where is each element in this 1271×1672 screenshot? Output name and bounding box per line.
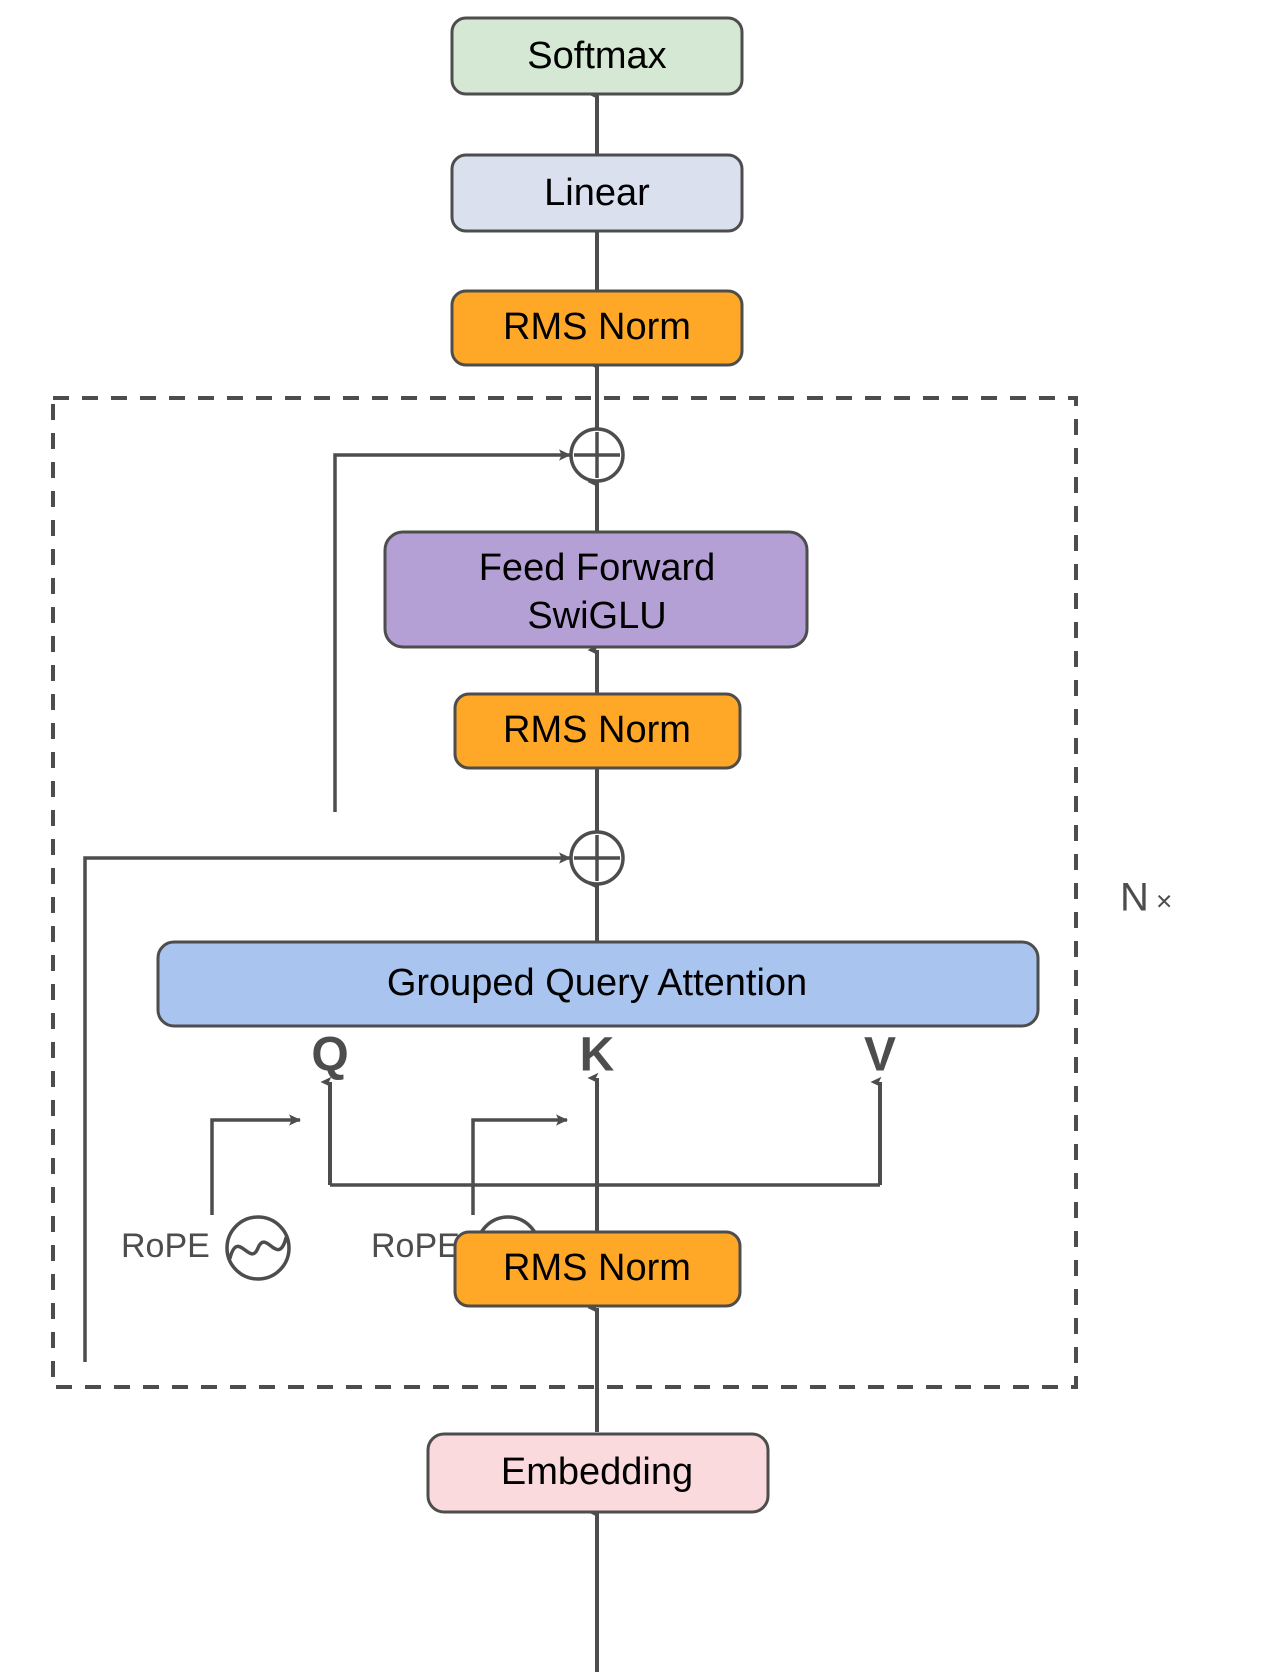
rope-q[interactable]: RoPE: [121, 1215, 291, 1281]
repeat-count-label: N ×: [1120, 876, 1172, 920]
repeat-count-multiplier: ×: [1156, 885, 1172, 916]
residual-add-attn-operator: [569, 830, 625, 886]
softmax-box[interactable]: [450, 16, 744, 96]
feed-forward-box[interactable]: [383, 530, 809, 649]
rope-q-label: RoPE: [121, 1227, 210, 1265]
repeat-block-dashed-border: [51, 396, 1078, 1389]
node-grouped-query-attention[interactable]: Grouped Query Attention: [156, 940, 1040, 1028]
rope-k-label: RoPE: [371, 1227, 460, 1265]
rms-norm-final-label: RMS Norm: [503, 306, 691, 348]
softmax-label: Softmax: [527, 35, 666, 77]
residual-add-ffn-operator: [569, 427, 625, 483]
rms-norm-attn-box[interactable]: [453, 1230, 742, 1308]
projection-label-q: Q: [311, 1029, 348, 1082]
rms-norm-attn-label: RMS Norm: [503, 1247, 691, 1289]
node-feed-forward[interactable]: Feed Forward SwiGLU: [383, 530, 809, 649]
node-softmax[interactable]: Softmax: [450, 16, 744, 96]
residual-skip-feedforward: [333, 449, 571, 812]
node-rms-norm-final[interactable]: RMS Norm: [450, 289, 744, 367]
rms-norm-ffn-label: RMS Norm: [503, 709, 691, 751]
rope-q-sine-icon: [225, 1215, 291, 1281]
rms-norm-final-box[interactable]: [450, 289, 744, 367]
node-rms-norm-attn[interactable]: RMS Norm: [453, 1230, 742, 1308]
feed-forward-label-line2: SwiGLU: [527, 595, 666, 637]
node-linear[interactable]: Linear: [450, 153, 744, 233]
arrow-rope-to-q: [210, 1114, 301, 1215]
rms-norm-ffn-box[interactable]: [453, 692, 742, 770]
repeat-count-value: N: [1120, 876, 1149, 920]
embedding-box[interactable]: [426, 1432, 770, 1514]
node-rms-norm-ffn[interactable]: RMS Norm: [453, 692, 742, 770]
projection-label-k: K: [580, 1029, 615, 1082]
residual-skip-attention: [83, 852, 571, 1362]
arrow-rope-to-k: [471, 1114, 568, 1215]
embedding-label: Embedding: [501, 1451, 693, 1493]
attention-label: Grouped Query Attention: [387, 962, 807, 1004]
linear-box[interactable]: [450, 153, 744, 233]
feed-forward-label-line1: Feed Forward: [479, 547, 716, 589]
linear-label: Linear: [544, 172, 650, 214]
attention-box[interactable]: [156, 940, 1040, 1028]
node-embedding[interactable]: Embedding: [426, 1432, 770, 1514]
projection-label-v: V: [864, 1029, 896, 1082]
